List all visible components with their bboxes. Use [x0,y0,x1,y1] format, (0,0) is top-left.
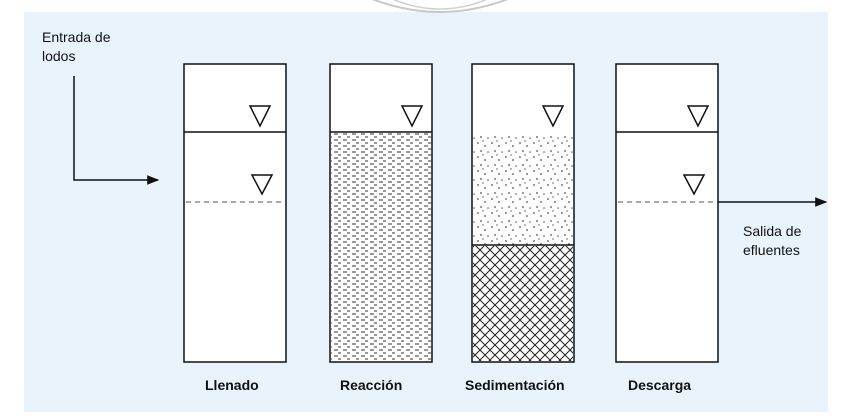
tank-llenado [183,63,287,363]
stage-label-reaccion: Reacción [340,377,403,393]
watermark-seal [371,0,509,13]
water-level-icon [250,174,274,196]
water-level-icon [541,105,565,128]
stage-label-descarga: Descarga [628,377,692,393]
inlet-label-line2: lodos [42,48,76,64]
outlet-label-line2: efluentes [743,242,800,258]
tank-reaccion [329,63,433,363]
stage-label-sedimentacion: Sedimentación [465,377,565,393]
tank-descarga [615,63,719,363]
tank-sedimentacion [471,63,575,363]
inlet-arrow [73,76,160,185]
water-level-icon [686,105,710,128]
water-level-icon [400,105,424,128]
water-level-icon [248,105,272,128]
inlet-label-line1: Entrada de [42,29,111,45]
stage-label-llenado: Llenado [205,377,259,393]
water-level-icon [682,174,706,196]
outlet-label-line1: Salida de [743,223,802,239]
